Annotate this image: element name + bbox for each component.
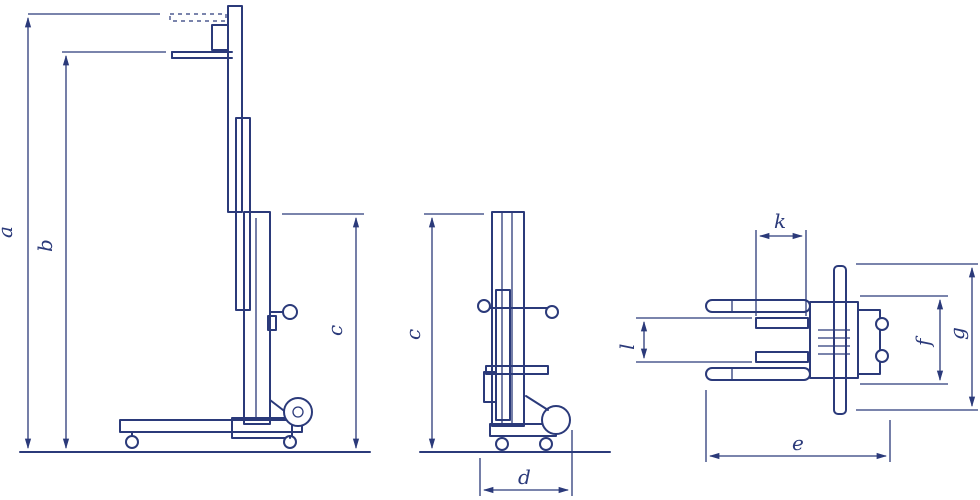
front-view: c d: [401, 211, 611, 496]
top-view: k l e f g: [615, 209, 978, 462]
label-b: b: [33, 239, 57, 252]
base-frame: [119, 419, 303, 433]
mast-base-stage: [243, 211, 271, 425]
label-a: a: [0, 226, 17, 238]
front-main-wheel: [541, 405, 571, 435]
top-knob-upper: [875, 317, 889, 331]
side-view: a b c: [0, 5, 371, 453]
fork-upper: [755, 317, 809, 329]
front-mast: [491, 211, 525, 427]
label-k: k: [774, 209, 786, 233]
front-winch-knob-right: [545, 305, 559, 319]
top-knob-lower: [875, 349, 889, 363]
label-c-front: c: [401, 329, 425, 340]
label-f: f: [911, 335, 935, 348]
leg-lower: [705, 367, 811, 381]
winch-knob: [282, 304, 298, 320]
label-e: e: [792, 431, 804, 455]
platform-raised-dashed: [169, 13, 227, 22]
load-carriage: [211, 24, 229, 51]
front-castor-left: [495, 437, 509, 451]
label-g: g: [945, 327, 969, 340]
front-winch-knob-left: [477, 299, 491, 313]
castor-front-side: [125, 435, 139, 449]
front-shelf: [485, 365, 549, 375]
label-d: d: [518, 465, 531, 489]
main-wheel-side: [283, 397, 313, 427]
label-c-side: c: [323, 325, 347, 336]
fork-lower: [755, 351, 809, 363]
front-castor-right: [539, 437, 553, 451]
label-l: l: [615, 344, 639, 350]
leg-upper: [705, 299, 811, 313]
top-axle: [833, 265, 847, 415]
